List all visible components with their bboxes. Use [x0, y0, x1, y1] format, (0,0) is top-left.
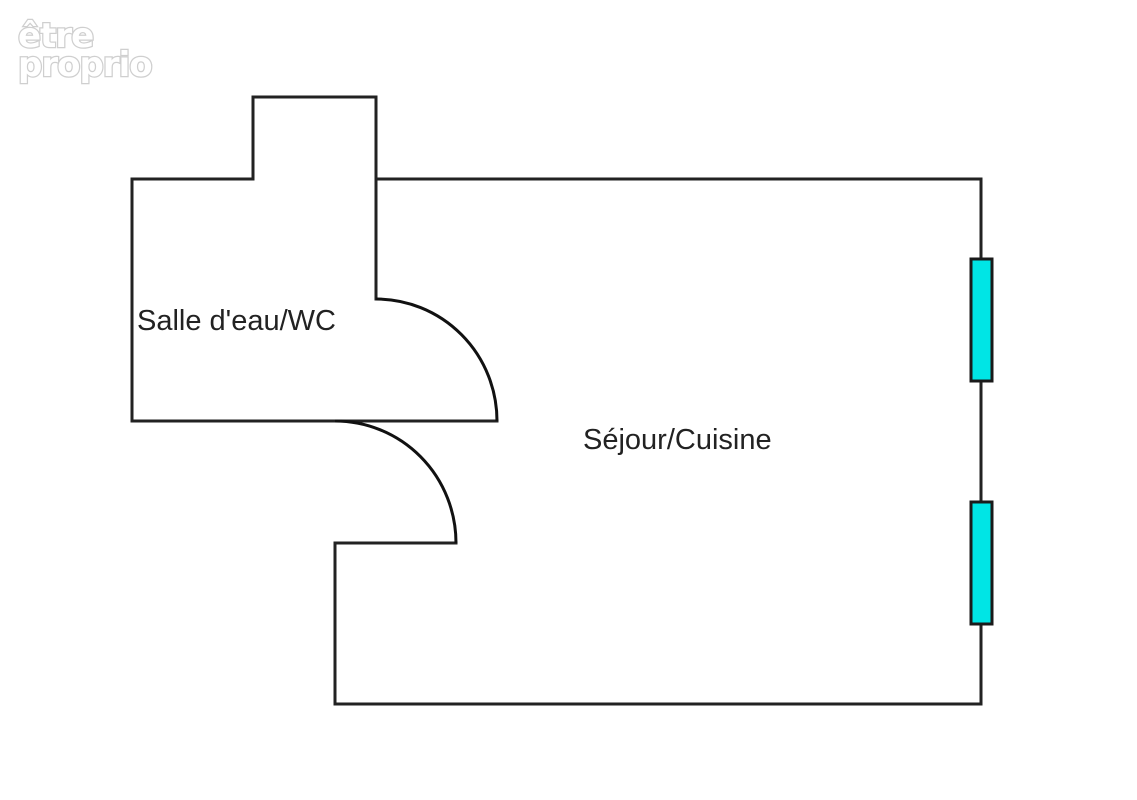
entrance-door-swing: [334, 419, 458, 544]
window-bottom: [969, 500, 994, 626]
bathroom-door-swing: [375, 297, 499, 422]
room-label-living: Séjour/Cuisine: [583, 424, 772, 456]
bathroom-walls: [130, 95, 499, 423]
room-label-bathroom: Salle d'eau/WC: [137, 305, 336, 337]
logo-line-2: proprio: [18, 45, 152, 85]
living-room-walls: [333, 177, 983, 706]
watermark-logo: être proprio: [17, 15, 154, 87]
window-top: [969, 257, 994, 383]
logo-line-1: être: [18, 16, 93, 56]
